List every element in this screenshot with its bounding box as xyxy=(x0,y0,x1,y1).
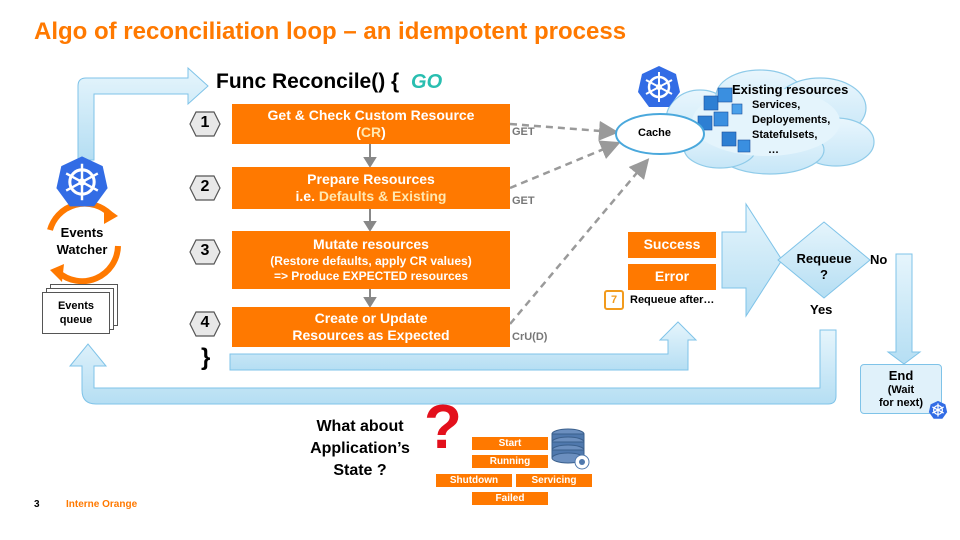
database-icon xyxy=(551,428,590,470)
get-label-1: GET xyxy=(512,126,535,138)
step-1-line1: Get & Check Custom Resource xyxy=(267,106,475,123)
cache-ellipse xyxy=(615,113,705,155)
slide-title: Algo of reconciliation loop – an idempot… xyxy=(34,18,627,45)
step-1-box: Get & Check Custom Resource (CR) xyxy=(232,104,510,144)
footer-label: Interne Orange xyxy=(66,499,138,510)
end-box: End (Wait for next) xyxy=(860,364,942,414)
entry-arrow xyxy=(77,66,209,161)
watcher-kubernetes-icon xyxy=(54,154,110,210)
to-results-arrow xyxy=(229,321,698,371)
existing-resources-list: Services, Deployements, Statefulsets, … xyxy=(752,98,830,158)
step-2-line2: i.e. Defaults & Existing xyxy=(295,188,447,204)
success-box: Success xyxy=(628,232,716,258)
cru-label: CrU(D) xyxy=(512,331,548,343)
no-to-end-arrow xyxy=(886,253,922,365)
step-1-number: 1 xyxy=(200,114,210,131)
kubernetes-icon xyxy=(636,64,682,110)
state-running: Running xyxy=(472,455,548,468)
step-3-number: 3 xyxy=(200,242,210,259)
go-logo: GO xyxy=(411,71,443,93)
question-mark-icon: ? xyxy=(424,393,462,462)
step-3-line2: (Restore defaults, apply CR values) xyxy=(270,253,472,268)
state-servicing: Servicing xyxy=(516,474,592,487)
yes-label: Yes xyxy=(810,302,833,317)
page-number: 3 xyxy=(34,499,40,510)
func-signature: Func Reconcile() { xyxy=(216,70,400,93)
state-start: Start xyxy=(472,437,548,450)
func-close-brace: } xyxy=(201,344,211,371)
existing-resources-title: Existing resources xyxy=(732,82,849,97)
get-label-2: GET xyxy=(512,195,535,207)
loop-back-arrow xyxy=(68,329,837,405)
calendar-icon: 7 xyxy=(604,290,624,310)
requeue-after-label: Requeue after… xyxy=(630,294,715,306)
no-label: No xyxy=(870,252,888,267)
resource-cubes xyxy=(697,87,751,153)
events-watcher-label: Events Watcher xyxy=(56,225,108,257)
step-4-box: Create or Update Resources as Expected xyxy=(232,307,510,347)
step-1-line2: (CR) xyxy=(356,124,386,140)
step-3-line1: Mutate resources xyxy=(313,236,429,253)
existing-item: Deployements, xyxy=(752,114,831,126)
results-to-decision-arrow xyxy=(721,202,783,318)
cache-arrows xyxy=(509,120,650,325)
step-connectors xyxy=(363,144,377,308)
step-2-number: 2 xyxy=(200,178,210,195)
func-reconcile-header: Func Reconcile() { GO xyxy=(216,70,442,94)
step-4-line1: Create or Update xyxy=(314,309,428,326)
existing-item: … xyxy=(768,144,779,156)
events-queue: Events queue xyxy=(42,292,110,334)
state-failed: Failed xyxy=(472,492,548,505)
state-shutdown: Shutdown xyxy=(436,474,512,487)
step-2-line1: Prepare Resources xyxy=(307,170,435,187)
requeue-diamond xyxy=(777,221,871,299)
app-state-question: What about Application’s State ? xyxy=(310,418,410,479)
existing-item: Services, xyxy=(752,99,801,111)
step-3-line3: => Produce EXPECTED resources xyxy=(273,268,469,283)
cache-label: Cache xyxy=(638,127,672,139)
step-2-box: Prepare Resources i.e. Defaults & Existi… xyxy=(232,167,510,209)
error-box: Error xyxy=(628,264,716,290)
requeue-question: Requeue ? xyxy=(796,251,852,282)
end-kubernetes-icon xyxy=(928,400,948,420)
step-4-number: 4 xyxy=(200,314,210,331)
step-badges xyxy=(189,111,221,337)
step-4-line2: Resources as Expected xyxy=(292,327,450,343)
step-3-box: Mutate resources (Restore defaults, appl… xyxy=(232,231,510,289)
existing-item: Statefulsets, xyxy=(752,129,818,141)
